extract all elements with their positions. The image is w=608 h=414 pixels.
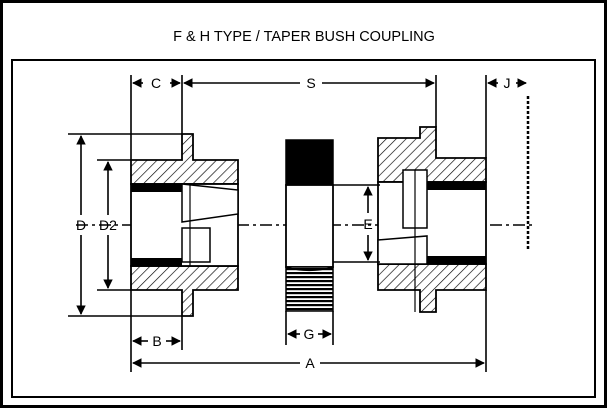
- dim-e-label: E: [363, 216, 372, 232]
- left-hub: [130, 133, 239, 317]
- dim-g-label: G: [304, 326, 315, 342]
- dim-j-label: J: [504, 75, 511, 91]
- flexible-element: [285, 139, 334, 312]
- right-hub: [377, 126, 487, 313]
- dim-s-label: S: [306, 75, 315, 91]
- dim-d2-label: D2: [99, 217, 117, 233]
- dim-a-label: A: [305, 355, 315, 371]
- dimensions: [68, 75, 527, 372]
- drawing-border: [11, 59, 596, 398]
- dim-b-label: B: [152, 333, 161, 349]
- diagram-title: F & H TYPE / TAPER BUSH COUPLING: [173, 29, 435, 45]
- dim-d-label: D: [76, 217, 86, 233]
- dim-c-label: C: [151, 75, 161, 91]
